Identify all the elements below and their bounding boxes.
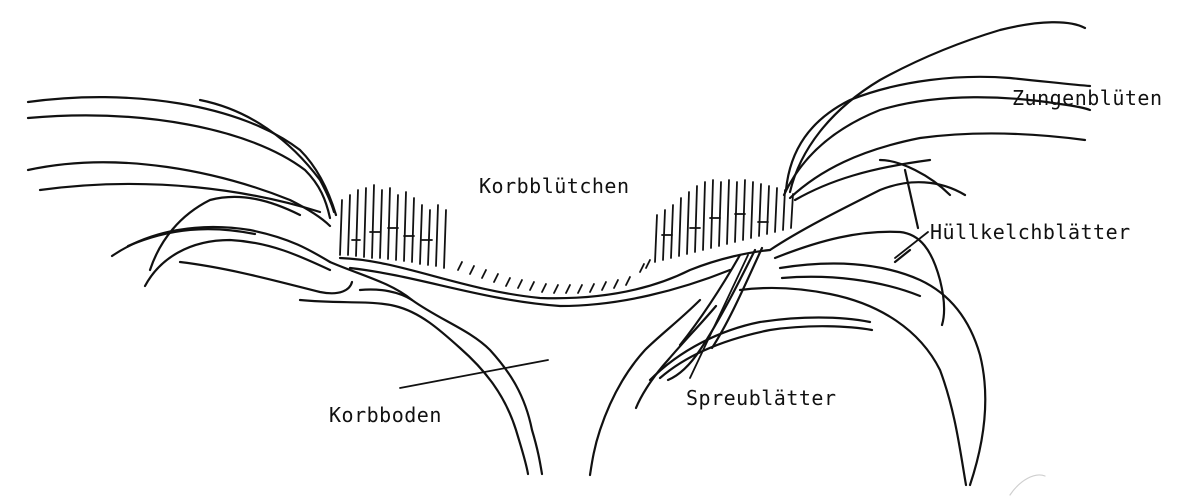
label-huellkelchblaetter: Hüllkelchblätter xyxy=(930,221,1131,243)
label-zungenblueten: Zungenblüten xyxy=(1012,87,1163,109)
disc-florets-left xyxy=(340,185,630,293)
chaff-scales xyxy=(668,248,762,380)
disc-florets-right xyxy=(640,180,793,272)
label-spreublaetter: Spreublätter xyxy=(686,387,837,409)
right-ray-florets xyxy=(784,22,1090,200)
leader-korbboden xyxy=(400,360,548,388)
scan-mark xyxy=(1010,475,1045,495)
label-korbbluetchen: Korbblütchen xyxy=(479,175,630,197)
label-korbboden: Korbboden xyxy=(329,404,442,426)
left-ray-florets xyxy=(28,97,336,226)
